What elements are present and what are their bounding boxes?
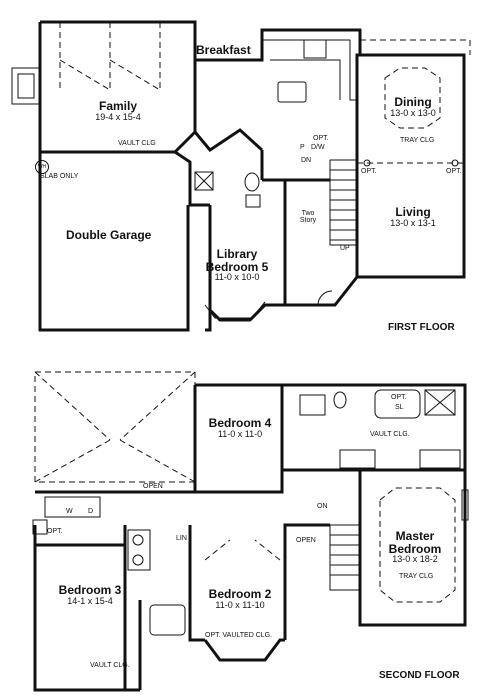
bedroom3-name: Bedroom 3 — [58, 583, 122, 597]
breakfast-name: Breakfast — [196, 43, 251, 57]
washer-label: W — [66, 508, 73, 515]
garage-name: Double Garage — [66, 228, 152, 242]
on-label: ON — [317, 503, 328, 510]
wh-label: WH — [37, 164, 47, 170]
slab-only-note: SLAB ONLY — [40, 173, 79, 180]
pantry-opt-label: OPT. — [313, 135, 329, 142]
two-story-line1: Two — [301, 210, 315, 217]
master-name2: Bedroom — [388, 541, 442, 556]
bedroom2-label: Bedroom 2 11-0 x 11-10 — [200, 588, 280, 610]
tub-opt-label: OPT. — [391, 394, 407, 401]
dining-tray-note: TRAY CLG — [400, 137, 435, 144]
water-heater-icon: WH — [35, 160, 49, 174]
dishwasher-label: D/W — [311, 144, 325, 151]
dining-name: Dining — [394, 95, 432, 109]
bedroom2-vault-note: OPT. VAULTED CLG. — [205, 632, 273, 639]
breakfast-room-label: Breakfast — [196, 44, 251, 57]
dining-dim: 13-0 x 13-0 — [390, 107, 436, 118]
pantry-p-label: P — [300, 144, 305, 151]
second-floor-walls — [32, 371, 469, 692]
bath-vault-note: VAULT CLG. — [370, 431, 410, 438]
family-name: Family — [98, 99, 137, 113]
dining-room-label: Dining 13-0 x 13-0 — [378, 96, 448, 118]
two-story-label: Two Story — [296, 210, 320, 225]
bedroom3-vault-note: VAULT CLG. — [90, 662, 130, 669]
living-dim: 13-0 x 13-1 — [390, 217, 436, 228]
library-dim: 11-0 x 10-0 — [214, 272, 260, 283]
dining-opt-right: OPT. — [446, 168, 462, 175]
stair-open-label: OPEN — [296, 537, 316, 544]
laundry-opt-label: OPT. — [47, 528, 63, 535]
dryer-label: D — [88, 508, 94, 515]
first-floor-walls — [11, 20, 471, 332]
two-story-line2: Story — [299, 217, 317, 225]
family-vault-note: VAULT CLG — [118, 140, 156, 147]
bedroom4-label: Bedroom 4 11-0 x 11-0 — [205, 417, 275, 439]
bedroom2-name: Bedroom 2 — [208, 587, 272, 601]
family-room-label: Family 19-4 x 15-4 — [78, 100, 158, 122]
bedroom3-dim: 14-1 x 15-4 — [67, 595, 113, 606]
bedroom2-dim: 11-0 x 11-10 — [215, 599, 265, 610]
family-dim: 19-4 x 15-4 — [95, 111, 141, 122]
library-name2: Bedroom 5 — [205, 259, 269, 274]
bedroom4-name: Bedroom 4 — [208, 416, 272, 430]
master-name: Master — [395, 529, 435, 543]
master-dim: 13-0 x 18-2 — [392, 554, 438, 565]
master-tray-note: TRAY CLG — [399, 573, 434, 580]
living-room-label: Living 13-0 x 13-1 — [378, 206, 448, 228]
master-bedroom-label: Master Bedroom 13-0 x 18-2 — [380, 530, 450, 565]
dining-opt-left: OPT. — [361, 168, 377, 175]
bedroom3-label: Bedroom 3 14-1 x 15-4 — [50, 584, 130, 606]
library-label: Library Bedroom 5 11-0 x 10-0 — [202, 248, 272, 283]
stair-down-label: DN — [301, 157, 312, 164]
tub-sl-label: SL — [395, 404, 404, 411]
linen-closet-label: LIN — [176, 535, 187, 542]
attic-open-label: OPEN — [143, 483, 163, 490]
stair-up-label: UP — [340, 245, 350, 252]
garage-label: Double Garage — [66, 229, 151, 242]
library-name: Library — [216, 247, 258, 261]
living-name: Living — [395, 205, 431, 219]
first-floor-title: FIRST FLOOR — [388, 322, 455, 333]
bedroom4-dim: 11-0 x 11-0 — [217, 428, 263, 439]
second-floor-title: SECOND FLOOR — [379, 670, 460, 681]
